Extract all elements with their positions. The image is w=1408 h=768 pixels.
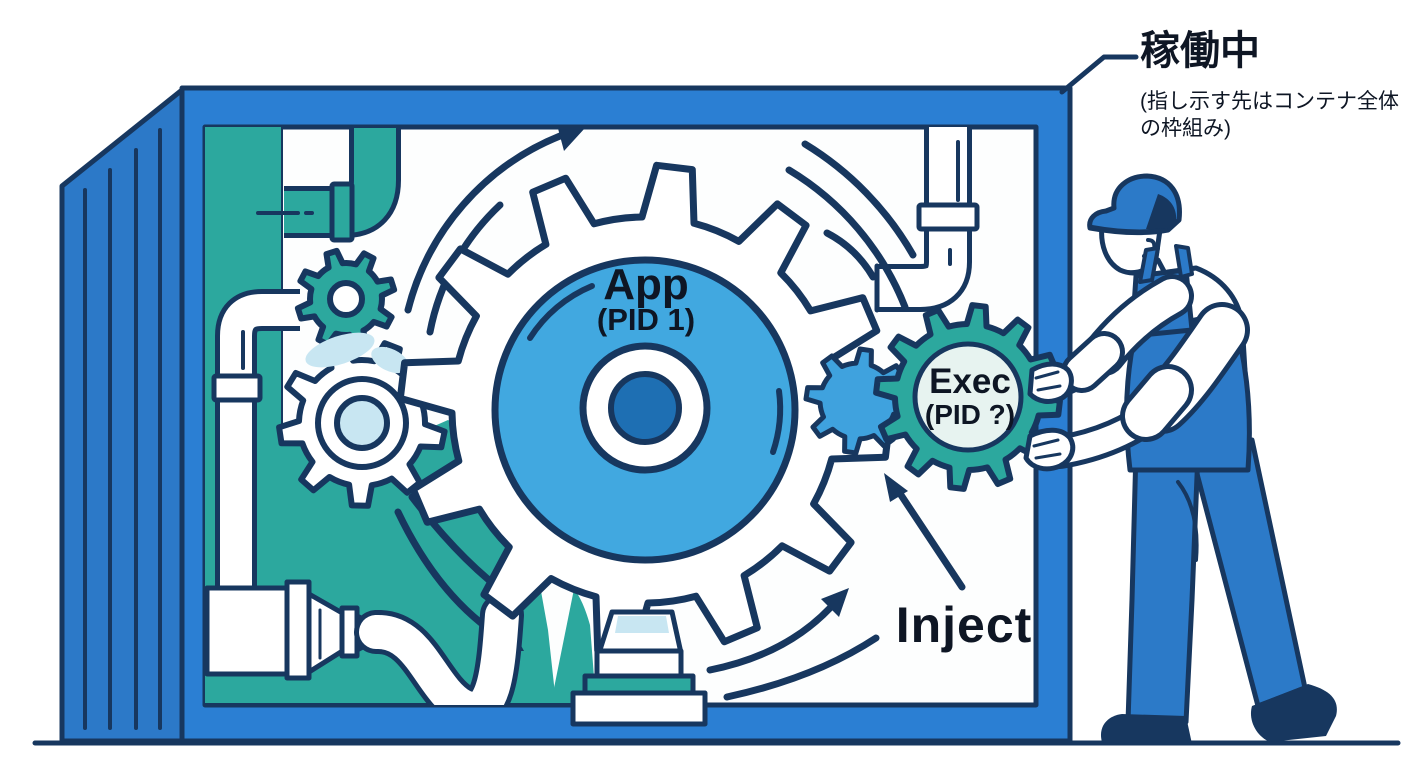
app-gear-label: App <box>603 260 689 309</box>
app-gear-hub <box>608 371 682 445</box>
worker-hand-upper <box>1027 361 1074 404</box>
pipe-flange <box>329 181 355 243</box>
worker-back-shoe <box>1250 684 1337 742</box>
worker-back-leg <box>1193 437 1308 709</box>
status-note-line2: の枠組み) <box>1140 117 1231 140</box>
worker-figure <box>1023 173 1337 744</box>
gear-pedestal <box>570 609 708 727</box>
nozzle-flange <box>284 579 312 681</box>
worker-front-leg <box>1125 447 1201 725</box>
app-gear-pid: (PID 1) <box>596 302 696 337</box>
container-machinery <box>205 127 980 705</box>
white-pipe-right <box>874 127 980 313</box>
worker-strap <box>1174 244 1194 279</box>
mesh-highlight <box>305 332 375 368</box>
worker-near-arm <box>1023 302 1250 472</box>
mesh-highlight <box>371 346 409 374</box>
worker-hand-lower <box>1023 427 1076 472</box>
status-note-line1: (指し示す先はコンテナ全体 <box>1140 90 1399 113</box>
app-gear-icon <box>396 161 894 659</box>
junction-box <box>205 585 301 677</box>
callout-line <box>1059 54 1139 95</box>
status-label: 稼働中 <box>1140 29 1260 73</box>
hose <box>354 593 524 705</box>
exec-gear-icon <box>873 302 1063 492</box>
worker-cuff <box>1125 369 1189 437</box>
teal-pipe <box>256 128 401 243</box>
worker-strap <box>1138 246 1160 284</box>
small-teal-gear-icon <box>294 247 398 351</box>
pipe-flange <box>211 373 263 403</box>
container-side-panel <box>59 87 185 744</box>
inject-label: Inject <box>895 597 1033 653</box>
worker-cuff <box>1066 336 1120 388</box>
exec-gear-pid: (PID ?) <box>924 399 1016 430</box>
rotation-arrow-bottom-right-icon <box>706 588 880 701</box>
worker-front-shoe <box>1100 714 1192 744</box>
worker-cap-shadow <box>1146 194 1177 230</box>
inject-arrow-icon <box>884 473 966 591</box>
rotation-arrow-top-right-icon <box>785 140 917 311</box>
white-pipe-left <box>211 289 300 600</box>
exec-gear-label: Exec <box>929 362 1011 401</box>
exec-gear-face <box>912 341 1024 453</box>
worker-far-arm <box>1027 274 1194 404</box>
pipe-flange <box>916 202 980 232</box>
nozzle-assembly <box>205 579 379 681</box>
